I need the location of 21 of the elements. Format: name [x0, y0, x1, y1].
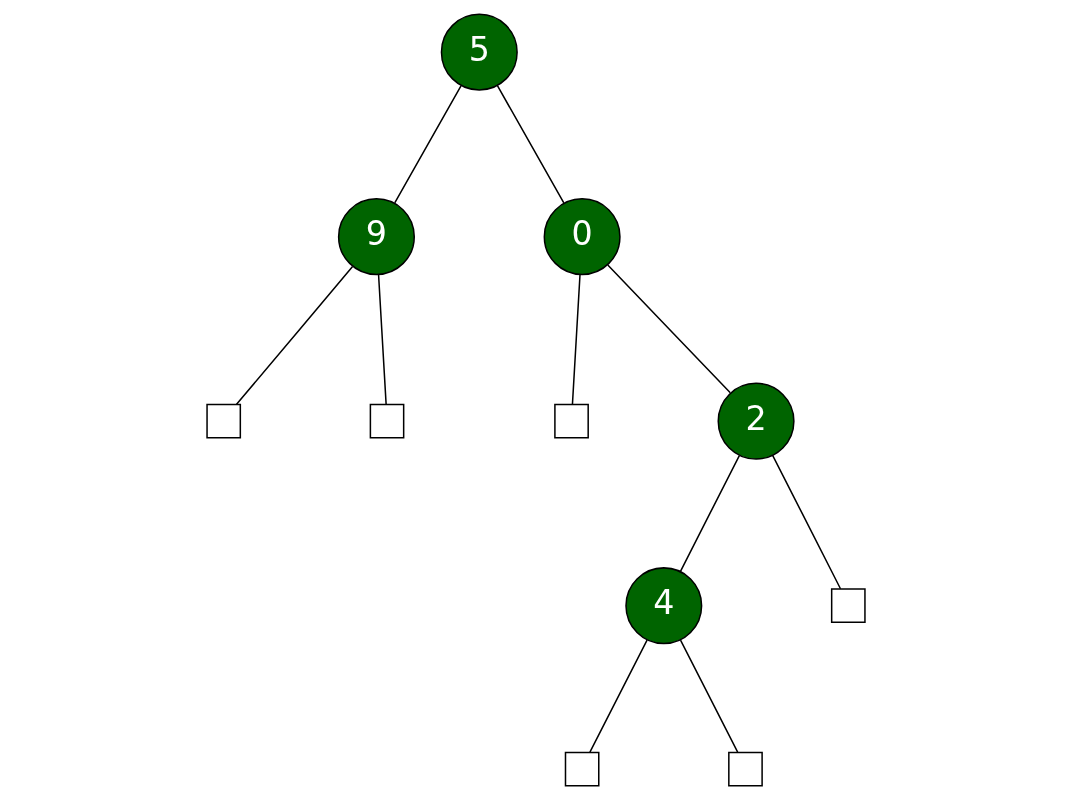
node-box: [564, 751, 600, 787]
connector: [393, 84, 462, 204]
connector: [496, 84, 565, 204]
connector: [588, 639, 648, 753]
connector: [235, 265, 353, 406]
connector: [606, 264, 731, 394]
node-circle: 2: [717, 382, 795, 460]
node-circle: 4: [624, 567, 702, 645]
node-box: [205, 403, 241, 439]
node-circle: 5: [440, 13, 518, 91]
connector: [679, 639, 738, 753]
node-box: [553, 403, 589, 439]
connector: [679, 454, 740, 573]
connector: [377, 273, 387, 406]
node-box: [830, 588, 866, 624]
connector: [771, 454, 841, 590]
node-circle: 9: [337, 198, 415, 276]
node-circle: 0: [543, 198, 621, 276]
node-box: [369, 403, 404, 439]
node-box: [727, 751, 763, 787]
connector: [571, 273, 581, 406]
